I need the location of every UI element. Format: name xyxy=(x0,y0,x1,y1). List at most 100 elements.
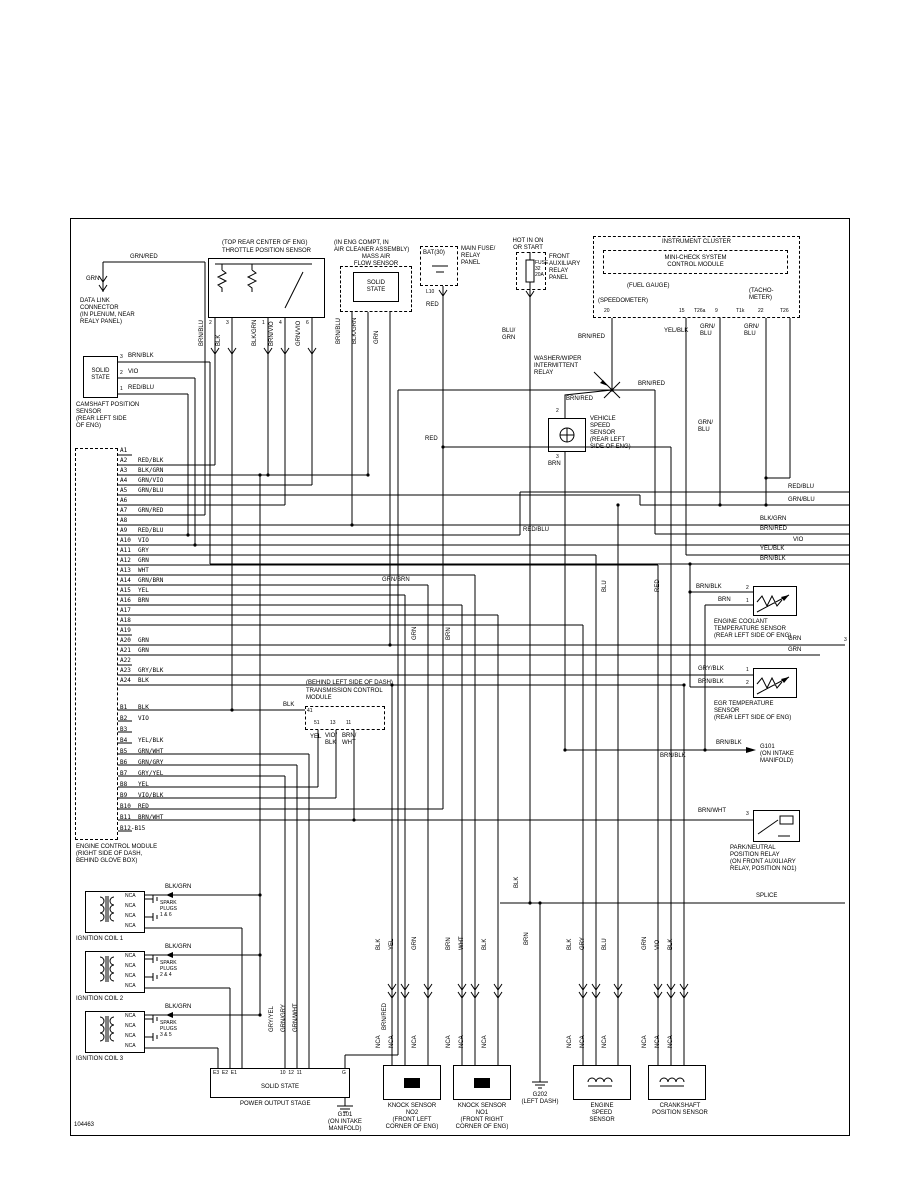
vss-pin-bottom: 3 xyxy=(556,454,559,460)
brnred-left-label: BRN/RED xyxy=(566,396,594,402)
ess-wire-3-label: BLU xyxy=(602,938,608,950)
tps-pin-5: 6 xyxy=(306,320,309,326)
ckp-nca-1: NCA xyxy=(642,1035,648,1048)
pos-wire-4-label: BRN/RED xyxy=(382,1002,388,1030)
egr-temp-sensor-box xyxy=(753,668,797,698)
knock2-nca-2: NCA xyxy=(389,1035,395,1048)
ckp-nca-2: NCA xyxy=(655,1035,661,1048)
g202-wire-label: BRN xyxy=(524,932,530,945)
crankshaft-sensor-label: CRANKSHAFT POSITION SENSOR xyxy=(652,1103,708,1116)
park-neutral-relay-label: PARK/NEUTRAL POSITION RELAY (ON FRONT AU… xyxy=(730,845,797,872)
maf-name-label: MASS AIR FLOW SENSOR xyxy=(353,254,399,267)
spark-plugs-2-label: SPARK PLUGS 2 & 4 xyxy=(160,960,177,978)
camshaft-pin-1: 1 xyxy=(120,386,123,392)
maf-solid-state-box xyxy=(353,272,399,302)
mini-check-module-box xyxy=(603,250,788,274)
battery-label: BAT(30) xyxy=(423,250,445,256)
main-fuse-panel-box xyxy=(420,246,458,286)
junction-dots xyxy=(186,388,768,1017)
tachometer-label: (TACHO- METER) xyxy=(749,288,774,301)
tps-pin-1: 2 xyxy=(209,320,212,326)
ect-wire-1-label: BRN xyxy=(718,597,731,603)
front-aux-panel-label: FRONT AUXILIARY RELAY PANEL xyxy=(549,254,581,281)
coil1-nca-3: NCA xyxy=(125,913,136,919)
coil2-nca-4: NCA xyxy=(125,983,136,989)
camshaft-solid-state-label: SOLID STATE xyxy=(91,368,110,381)
knock1-wire-3-label: BLK xyxy=(482,938,488,950)
engine-control-module-label: ENGINE CONTROL MODULE (RIGHT SIDE OF DAS… xyxy=(76,844,158,864)
bus-blkgrn-label: BLK/GRN xyxy=(760,516,787,522)
battery-wire-label: RED xyxy=(426,302,439,308)
rot-blu-label: BLU xyxy=(602,580,608,592)
knock-sensor-2-label: KNOCK SENSOR NO2 (FRONT LEFT CORNER OF E… xyxy=(385,1103,439,1130)
rot-blk-label: BLK xyxy=(514,876,520,888)
redblu-mid-label: RED/BLU xyxy=(523,527,550,533)
tcm-box xyxy=(305,706,385,730)
ess-nca-2: NCA xyxy=(580,1035,586,1048)
g101-right-label: G101 (ON INTAKE MANIFOLD) xyxy=(760,744,794,764)
g202-label: G202 (LEFT DASH) xyxy=(521,1092,559,1105)
tcm-wire-yel-label: YEL xyxy=(310,734,322,740)
bus-grn-a-label: GRN xyxy=(788,636,802,642)
knock2-wire-1-label: BLK xyxy=(376,938,382,950)
ess-wire-1-label: BLK xyxy=(567,938,573,950)
hot-in-on-label: HOT IN ON OR START xyxy=(512,238,544,251)
vehicle-speed-sensor-box xyxy=(548,418,586,452)
coil3-nca-3: NCA xyxy=(125,1033,136,1039)
main-fuse-panel-label: MAIN FUSE/ RELAY PANEL xyxy=(461,246,496,266)
egr-pin-1: 1 xyxy=(746,667,749,673)
ckp-wire-2-label: VIO xyxy=(655,939,661,950)
instrument-cluster-label: INSTRUMENT CLUSTER xyxy=(662,239,731,245)
ignition-coil-1-label: IGNITION COIL 1 xyxy=(76,936,124,942)
washer-wiper-relay-label: WASHER/WIPER INTERMITTENT RELAY xyxy=(534,356,582,376)
tcm-wire-vioblk-label: VIO/ BLK xyxy=(325,733,338,746)
power-output-stage-label: POWER OUTPUT STAGE xyxy=(240,1101,311,1107)
cluster-grnblu-wire-a-label: GRN/ BLU xyxy=(700,324,715,337)
g101-right-wire-a-label: BRN/BLK xyxy=(716,740,742,746)
tps-wire-1-label: BRN/BLU xyxy=(199,319,205,346)
cluster-yelblk-wire-label: YEL/BLK xyxy=(664,328,689,334)
fuse-box xyxy=(516,252,546,290)
vss-symbol xyxy=(559,427,575,443)
cluster-pin-t26: T26 xyxy=(780,308,789,314)
wire-lines xyxy=(102,261,850,1106)
bus-grnblu-label: GRN/BLU xyxy=(788,497,815,503)
knock1-nca-2: NCA xyxy=(459,1035,465,1048)
egr-pin-2: 2 xyxy=(746,680,749,686)
vss-wire-label: BRN xyxy=(548,461,561,467)
knock2-wire-2-label: YEL xyxy=(389,938,395,950)
ckp-nca-3: NCA xyxy=(668,1035,674,1048)
tcm-name-label: TRANSMISSION CONTROL MODULE xyxy=(306,688,383,701)
tps-pin-3: 1 xyxy=(262,320,265,326)
cluster-grnblu-wire-b-label: GRN/ BLU xyxy=(744,324,759,337)
egr-temp-sensor-label: EGR TEMPERATURE SENSOR (REAR LEFT SIDE O… xyxy=(714,701,792,721)
rot-red-label: RED xyxy=(655,579,661,592)
park-neutral-relay-box xyxy=(753,810,800,842)
tcm-wire-brnwht-label: BRN/ WHT xyxy=(342,733,357,746)
egr-wire-2-label: BRN/BLK xyxy=(698,679,724,685)
brnred-right-label: BRN/RED xyxy=(638,381,666,387)
maf-wire-3-label: GRN xyxy=(374,330,380,344)
ect-pin-1: 1 xyxy=(746,598,749,604)
coil1-nca-1: NCA xyxy=(125,893,136,899)
ignition-coil-2-label: IGNITION COIL 2 xyxy=(76,996,124,1002)
tps-pin-4: 4 xyxy=(279,320,282,326)
arrowheads xyxy=(166,380,789,1088)
ess-nca-3: NCA xyxy=(602,1035,608,1048)
ignition-coil-3-label: IGNITION COIL 3 xyxy=(76,1056,124,1062)
pos-wire-3-label: GRN/WHT xyxy=(293,1003,299,1032)
cluster-pin-15: 15 xyxy=(679,308,685,314)
cluster-pin-t26a: T26a xyxy=(694,308,706,314)
instrument-cluster-box xyxy=(593,236,800,318)
camshaft-solid-state-box xyxy=(83,356,118,398)
knock2-nca-3: NCA xyxy=(412,1035,418,1048)
pnr-pin-3: 3 xyxy=(746,811,749,817)
battery-connector-label: L10 xyxy=(426,289,435,295)
knock-sensor-1-box xyxy=(453,1065,511,1100)
ecm-connector-a-pins: A1 A2 RED/BLK A3 BLK/GRN A4 GRN/VIO A5 G… xyxy=(120,447,164,684)
engine-speed-sensor-label: ENGINE SPEED SENSOR xyxy=(589,1103,615,1123)
tcm-pin-41: 41 xyxy=(307,708,313,714)
knock1-nca-1: NCA xyxy=(446,1035,452,1048)
ignition-coil-1-box xyxy=(85,891,145,933)
cluster-grnblu-wire-c-label: GRN/ BLU xyxy=(698,420,713,433)
